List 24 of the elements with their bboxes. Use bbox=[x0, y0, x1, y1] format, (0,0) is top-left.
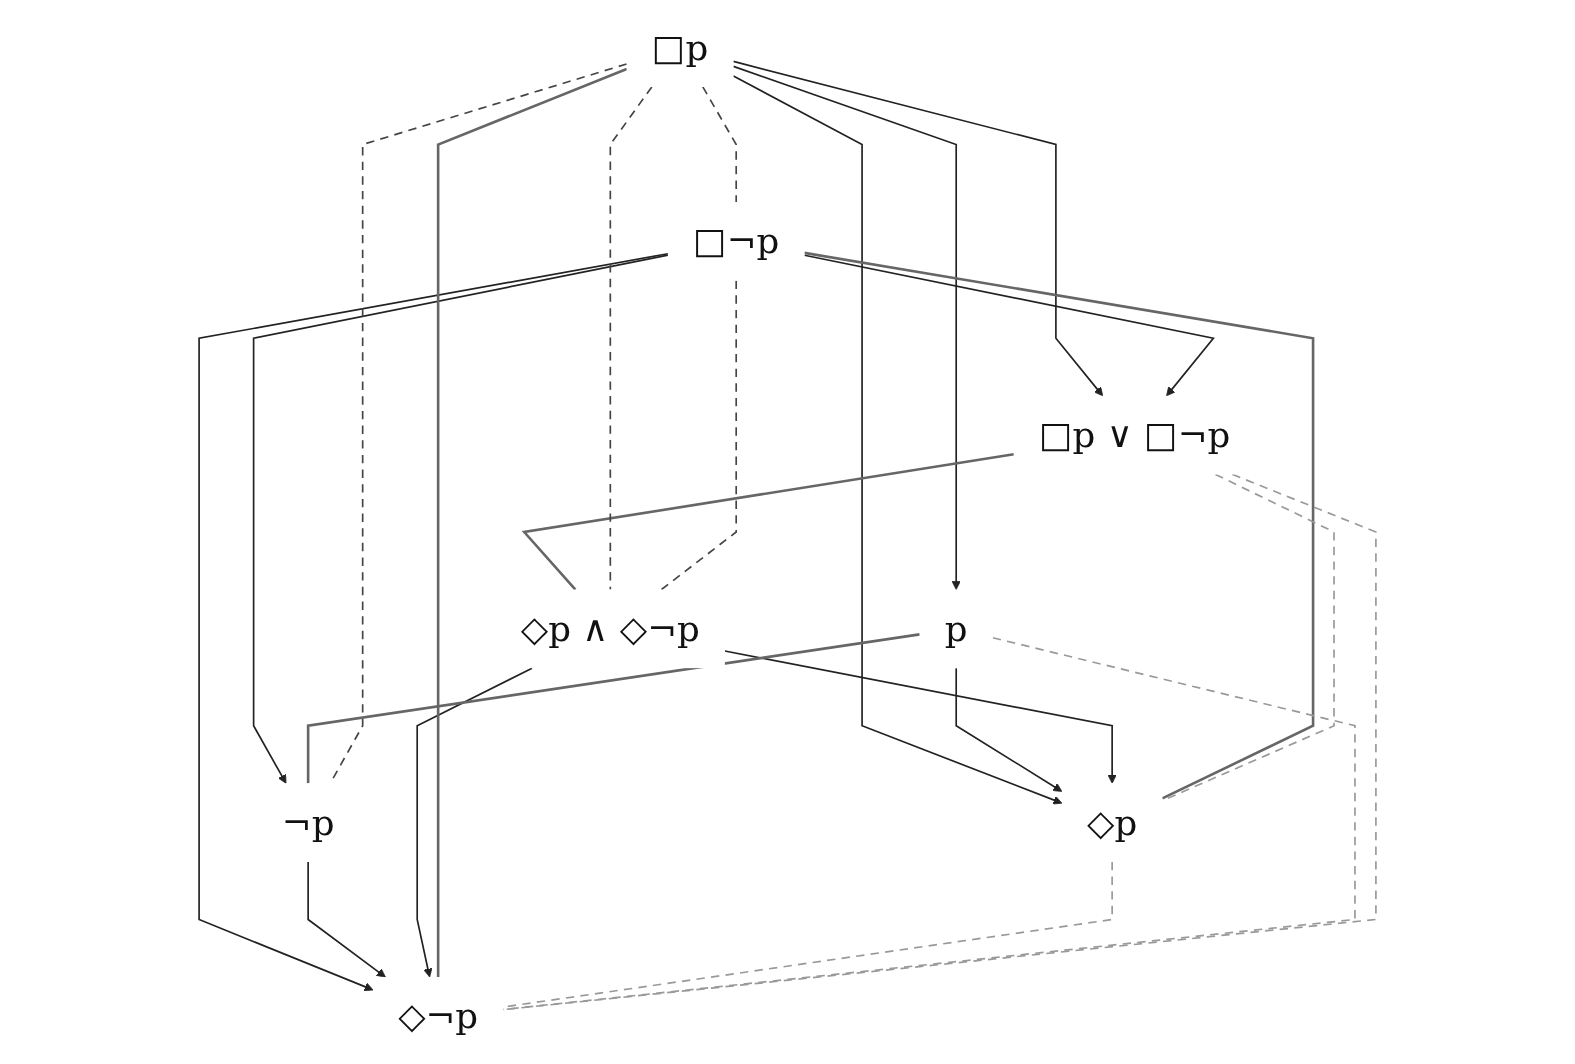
arrow bbox=[416, 667, 533, 978]
arrow bbox=[732, 65, 961, 590]
arrow bbox=[803, 254, 1215, 397]
connector bbox=[702, 86, 738, 203]
node-text: □p bbox=[651, 26, 709, 69]
node-text: p bbox=[944, 607, 968, 650]
node-text: ◇p bbox=[1087, 801, 1138, 844]
node-text: □p ∨ □¬p bbox=[1038, 413, 1231, 456]
connector bbox=[306, 633, 920, 784]
arrow bbox=[955, 667, 1063, 792]
connector bbox=[660, 279, 738, 591]
arrow bbox=[724, 650, 1117, 784]
node-text: ◇¬p bbox=[398, 994, 479, 1037]
connector bbox=[804, 251, 1315, 800]
connector bbox=[436, 67, 628, 978]
arrow bbox=[252, 254, 669, 784]
node-text: □¬p bbox=[693, 219, 780, 262]
node-text: ¬p bbox=[281, 801, 335, 844]
arrow bbox=[732, 75, 1063, 805]
connector bbox=[521, 453, 1014, 591]
connector bbox=[609, 86, 653, 591]
arrow bbox=[198, 252, 669, 992]
arrow bbox=[307, 861, 386, 978]
arrow bbox=[732, 60, 1104, 397]
